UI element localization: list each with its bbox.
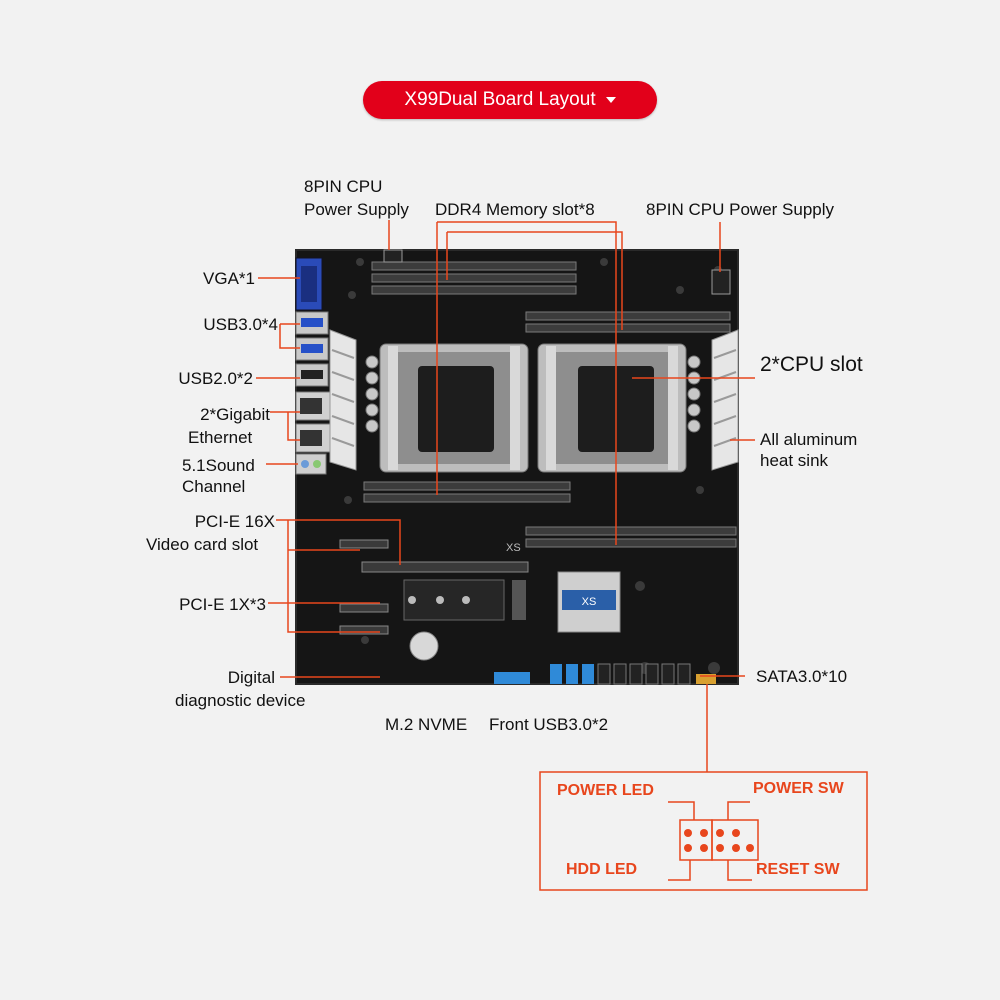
leader-lines xyxy=(256,220,755,772)
audio-jacks xyxy=(295,453,327,475)
vrm-heatsink-left xyxy=(329,329,357,471)
label-ddr4: DDR4 Memory slot*8 xyxy=(435,200,595,219)
chipset-heatsink: XS xyxy=(557,571,621,633)
label-cpu-slot: 2*CPU slot xyxy=(760,353,863,376)
label-sound-1: 5.1Sound xyxy=(182,456,255,475)
label-power-sw: POWER SW xyxy=(753,780,844,797)
m2-slot xyxy=(403,579,526,621)
label-pcie16-2: Video card slot xyxy=(146,535,259,554)
dimm-slots-top xyxy=(371,261,731,333)
cpu-power-left xyxy=(383,249,403,263)
caret-down-icon xyxy=(605,97,616,103)
sata-ports xyxy=(550,663,691,685)
label-front-usb: Front USB3.0*2 xyxy=(489,715,609,734)
label-sata: SATA3.0*10 xyxy=(756,667,848,686)
label-usb20: USB2.0*2 xyxy=(178,369,253,388)
label-heatsink-2: heat sink xyxy=(760,451,829,470)
usb30-ports xyxy=(295,311,329,361)
title-text: X99Dual Board Layout xyxy=(404,89,596,110)
cpu-socket-right xyxy=(537,343,687,473)
cpu-power-right xyxy=(711,269,731,295)
label-pcie16-1: PCI-E 16X xyxy=(194,512,275,531)
label-reset-sw: RESET SW xyxy=(756,861,840,878)
label-cpu-power-left-1: 8PIN CPU xyxy=(304,177,383,196)
label-usb30: USB3.0*4 xyxy=(203,315,278,334)
usb20-ports xyxy=(295,363,329,387)
label-vga: VGA*1 xyxy=(203,269,255,288)
dimm-slots-bottom xyxy=(363,481,737,548)
front-usb-header xyxy=(494,672,530,684)
front-panel-diagram xyxy=(539,771,868,891)
label-ethernet-1: 2*Gigabit xyxy=(200,405,270,424)
label-diag-2: diagnostic device xyxy=(175,691,306,710)
vrm-heatsink-right xyxy=(711,329,739,471)
vga-port xyxy=(295,257,323,311)
label-hdd-led: HDD LED xyxy=(566,861,638,878)
chipset-logo: XS xyxy=(582,596,597,608)
cmos-battery xyxy=(409,631,439,661)
label-sound-2: Channel xyxy=(182,477,246,496)
cpu-socket-left xyxy=(379,343,529,473)
label-cpu-power-left-2: Power Supply xyxy=(304,200,409,219)
label-power-led: POWER LED xyxy=(557,782,654,799)
pcie-16x-slot xyxy=(361,561,529,573)
motherboard: XS XS xyxy=(295,249,739,685)
title-badge: X99Dual Board Layout xyxy=(363,81,657,119)
label-pcie1: PCI-E 1X*3 xyxy=(179,595,266,614)
label-diag-1: Digital xyxy=(227,668,275,687)
pcb-logo: XS xyxy=(506,542,521,554)
label-heatsink-1: All aluminum xyxy=(760,430,858,449)
pcie-1x-slots xyxy=(339,539,389,635)
front-panel-header xyxy=(696,674,716,684)
label-m2: M.2 NVME xyxy=(385,715,468,734)
label-cpu-power-right: 8PIN CPU Power Supply xyxy=(646,200,835,219)
label-ethernet-2: Ethernet xyxy=(188,428,253,447)
